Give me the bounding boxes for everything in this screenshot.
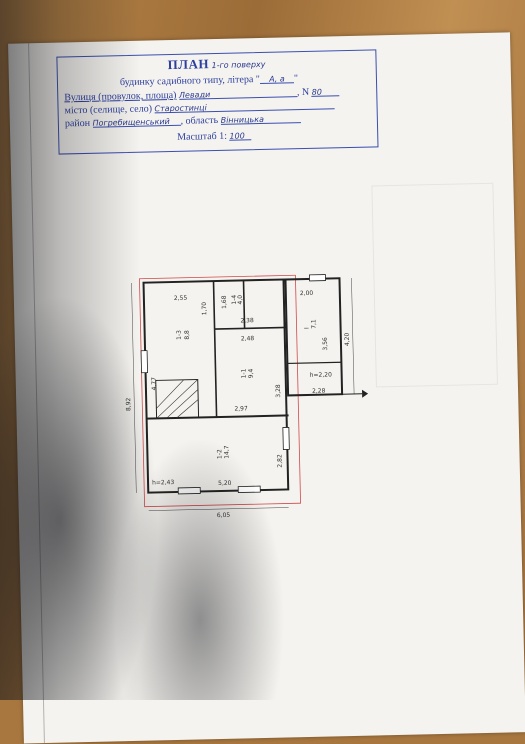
room-annex-number: I bbox=[304, 327, 311, 329]
dim-2-48: 2,48 bbox=[241, 335, 255, 342]
city-value: Старостинці bbox=[154, 103, 206, 113]
floor-plan-drawing: 2,55 1,70 1,68 2,38 2,48 4,77 8,92 3,28 … bbox=[113, 265, 380, 561]
height-2-20: h=2,20 bbox=[310, 371, 333, 379]
window-bottom-1 bbox=[178, 487, 200, 493]
window-left bbox=[141, 351, 147, 373]
dim-3-28: 3,28 bbox=[275, 384, 282, 398]
number-value: 80 bbox=[312, 88, 322, 97]
dim-4-77: 4,77 bbox=[151, 377, 158, 391]
dim-4-20: 4,20 bbox=[344, 332, 351, 346]
floor-plan: 2,55 1,70 1,68 2,38 2,48 4,77 8,92 3,28 … bbox=[113, 265, 380, 561]
dim-2-55: 2,55 bbox=[174, 295, 188, 302]
window-bottom-2 bbox=[238, 486, 260, 492]
room-1-4-area: 4,0 bbox=[237, 295, 244, 305]
stamp-title-suffix: 1-го поверху bbox=[211, 60, 265, 70]
dim-2-28: 2,28 bbox=[312, 388, 326, 395]
scale-label: Масштаб 1: bbox=[177, 131, 227, 143]
dim-2-00: 2,00 bbox=[300, 290, 314, 297]
dim-2-97: 2,97 bbox=[234, 405, 248, 412]
room-1-1-area: 9,4 bbox=[247, 368, 254, 378]
district-label: район bbox=[65, 118, 90, 130]
dim-line-left bbox=[132, 283, 137, 493]
district-value: Погребищенський bbox=[92, 117, 169, 128]
stove-hatching bbox=[156, 379, 199, 418]
street-value: Левади bbox=[179, 90, 210, 100]
dim-3-56: 3,56 bbox=[322, 337, 329, 351]
oblast-label: , область bbox=[180, 115, 218, 127]
dim-2-82: 2,82 bbox=[276, 454, 283, 468]
number-label: , N bbox=[297, 87, 309, 98]
dim-1-70: 1,70 bbox=[201, 302, 208, 316]
window-right bbox=[283, 427, 289, 449]
dim-5-20: 5,20 bbox=[218, 480, 232, 487]
faded-table-outline bbox=[371, 183, 498, 388]
city-label: місто (селище, село) bbox=[64, 103, 152, 116]
scale-value: 100 bbox=[229, 131, 244, 140]
wall-vertical-2 bbox=[215, 329, 217, 417]
dim-1-68: 1,68 bbox=[221, 295, 228, 309]
stamp-title: ПЛАН 1-го поверху bbox=[57, 53, 375, 75]
room-annex-area: 7,1 bbox=[310, 319, 317, 329]
room-1-3-area: 8,8 bbox=[184, 330, 191, 340]
stamp-letter-close: " bbox=[294, 73, 298, 84]
page-margin-line bbox=[28, 43, 45, 743]
window-annex-top bbox=[309, 275, 325, 281]
wall-horizontal-2 bbox=[215, 327, 287, 329]
stamp-title-bold: ПЛАН bbox=[168, 56, 210, 72]
dim-2-38: 2,38 bbox=[240, 317, 254, 324]
dim-line-bottom bbox=[149, 507, 289, 510]
annex-step bbox=[287, 362, 341, 363]
dim-line-annex bbox=[351, 278, 354, 394]
dim-8-92: 8,92 bbox=[125, 397, 132, 411]
room-1-3-number: 1-3 bbox=[176, 330, 183, 340]
entrance-arrow-head bbox=[362, 390, 368, 398]
dim-6-05: 6,05 bbox=[217, 512, 231, 519]
room-1-2-area: 14,7 bbox=[223, 445, 230, 459]
document-page: ПЛАН 1-го поверху будинку садибного типу… bbox=[8, 32, 525, 743]
stamp-letter: А, а bbox=[269, 74, 285, 83]
oblast-value: Вінницька bbox=[221, 115, 264, 125]
stamp-subtitle: будинку садибного типу, літера " bbox=[120, 74, 260, 88]
plan-header-stamp: ПЛАН 1-го поверху будинку садибного типу… bbox=[56, 49, 378, 154]
height-2-43: h=2,43 bbox=[152, 479, 175, 487]
wall-vertical-1 bbox=[214, 281, 215, 329]
stamp-scale-row: Масштаб 1: 100 bbox=[177, 129, 252, 144]
